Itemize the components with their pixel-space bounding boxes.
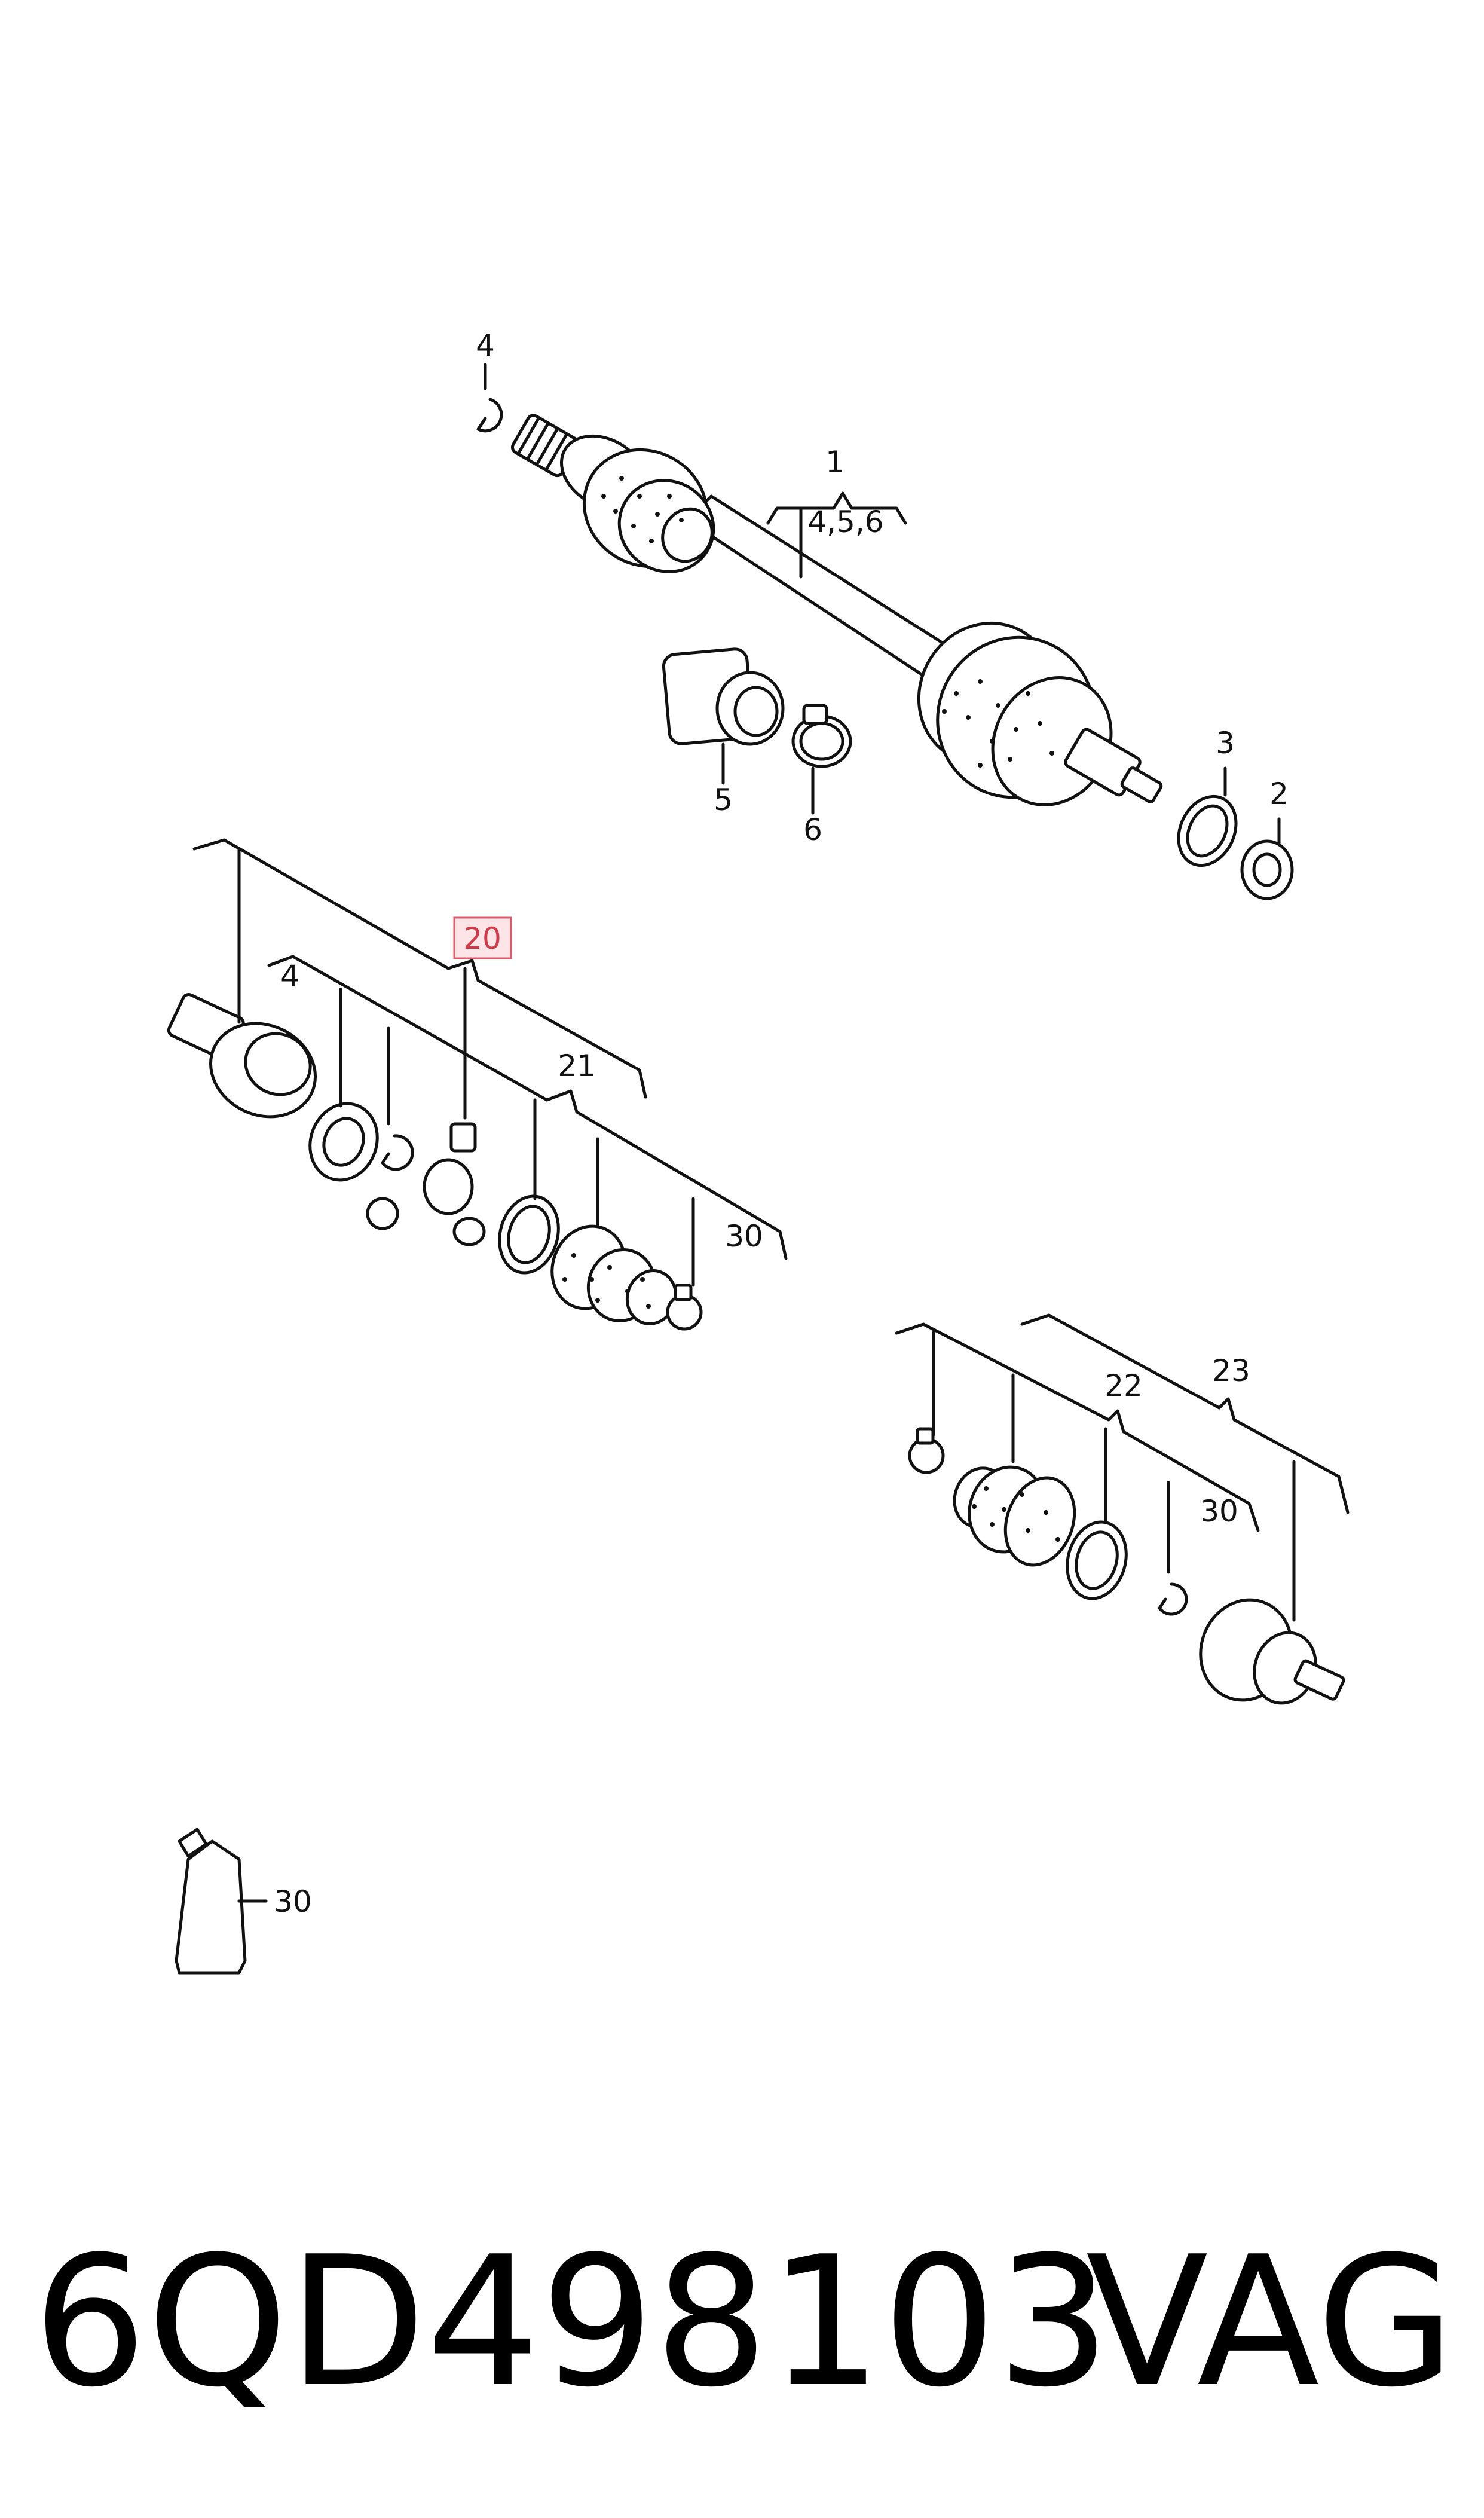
clamp-part [791,704,852,768]
grease-tube-part [175,1828,268,1975]
drive-shaft-assembly [510,414,1163,806]
callout-21: 21 [558,1049,596,1083]
callout-4-mid: 4 [280,959,299,994]
callout-3: 3 [1216,726,1235,760]
callout-23: 23 [1212,1353,1250,1388]
part-number: 6QD498103 [33,2218,1111,2427]
callout-4-top: 4 [476,328,495,363]
inner-joint-kit [167,993,703,1331]
leader-lines [192,363,1350,1622]
callout-30-right: 30 [1200,1494,1238,1529]
callout-1-sub: 4,5,6 [807,505,883,539]
damper-weight-part [662,647,785,746]
collar-nut-part [1240,839,1294,900]
brand-name: VAG [1085,2218,1455,2427]
footer: 6QD498103 VAG [33,2224,1455,2421]
callout-22: 22 [1104,1368,1143,1403]
callout-1: 1 [825,445,844,479]
callout-30-tube: 30 [274,1884,312,1919]
callout-5: 5 [714,783,733,817]
circlip-part [476,398,503,433]
callout-20: 20 [463,921,501,956]
callout-labels: 4 1 4,5,6 5 6 3 2 20 4 21 30 22 23 30 30 [274,328,1289,1919]
highlighted-callout-20[interactable]: 20 [453,916,512,959]
callout-2: 2 [1269,777,1289,811]
outer-joint-kit [908,1427,1345,1705]
callout-6: 6 [803,812,822,847]
seal-ring-part [1177,794,1238,867]
callout-30-mid: 30 [725,1219,763,1254]
